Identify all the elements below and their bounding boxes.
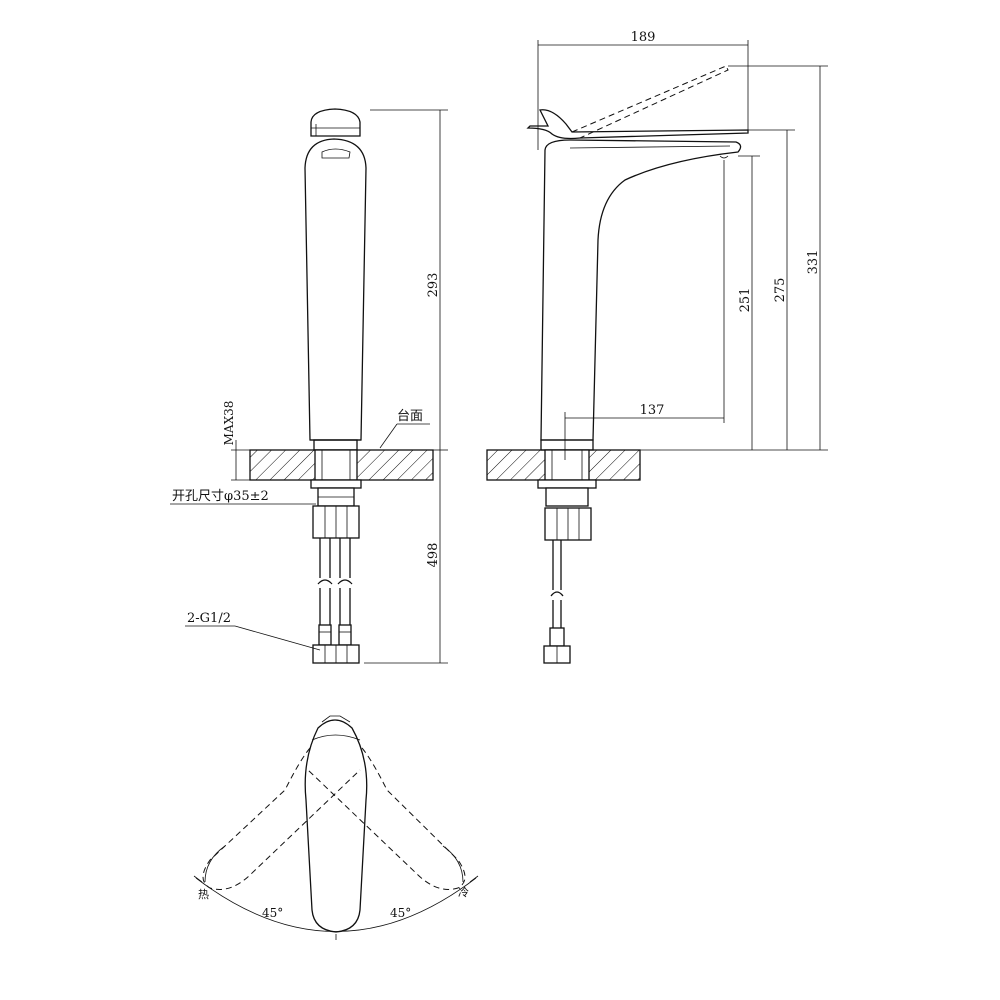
dim-front-height: 293: [426, 273, 441, 298]
top-handle-rotated-hot: [202, 747, 361, 890]
dim-max-countertop: MAX38: [222, 401, 236, 446]
front-faucet-body: [304, 138, 367, 441]
label-angle-left: 45°: [262, 906, 283, 920]
dim-side-reach: 137: [640, 403, 665, 418]
label-countertop: 台面: [397, 409, 423, 424]
top-handle-center: [304, 719, 368, 933]
top-view: 热 冷 45° 45°: [193, 715, 479, 940]
dim-hose-length: 498: [426, 543, 441, 568]
front-shank: [314, 449, 358, 481]
dim-side-h3: 251: [738, 288, 753, 313]
front-view: 293 498 MAX38 台面 开孔尺寸φ35±2 2-G1/2: [170, 108, 448, 664]
dim-side-h2: 275: [773, 278, 788, 303]
front-handle-cap: [310, 108, 361, 137]
top-handle-rotated-cold: [307, 747, 466, 890]
front-hoses: [317, 538, 353, 646]
label-hot: 热: [198, 888, 209, 901]
label-cold: 冷: [458, 886, 469, 899]
side-lever-raised: [571, 65, 729, 139]
dim-side-width: 189: [631, 30, 656, 45]
side-faucet-body: [540, 139, 742, 441]
side-lever-handle: [526, 109, 749, 140]
label-thread: 2-G1/2: [187, 611, 231, 626]
dim-side-h1: 331: [806, 250, 821, 275]
label-hole-size: 开孔尺寸φ35±2: [172, 489, 269, 504]
side-view: 189 331 275 251 137: [486, 30, 828, 664]
top-angle-arc: [195, 877, 477, 932]
label-angle-right: 45°: [390, 906, 411, 920]
